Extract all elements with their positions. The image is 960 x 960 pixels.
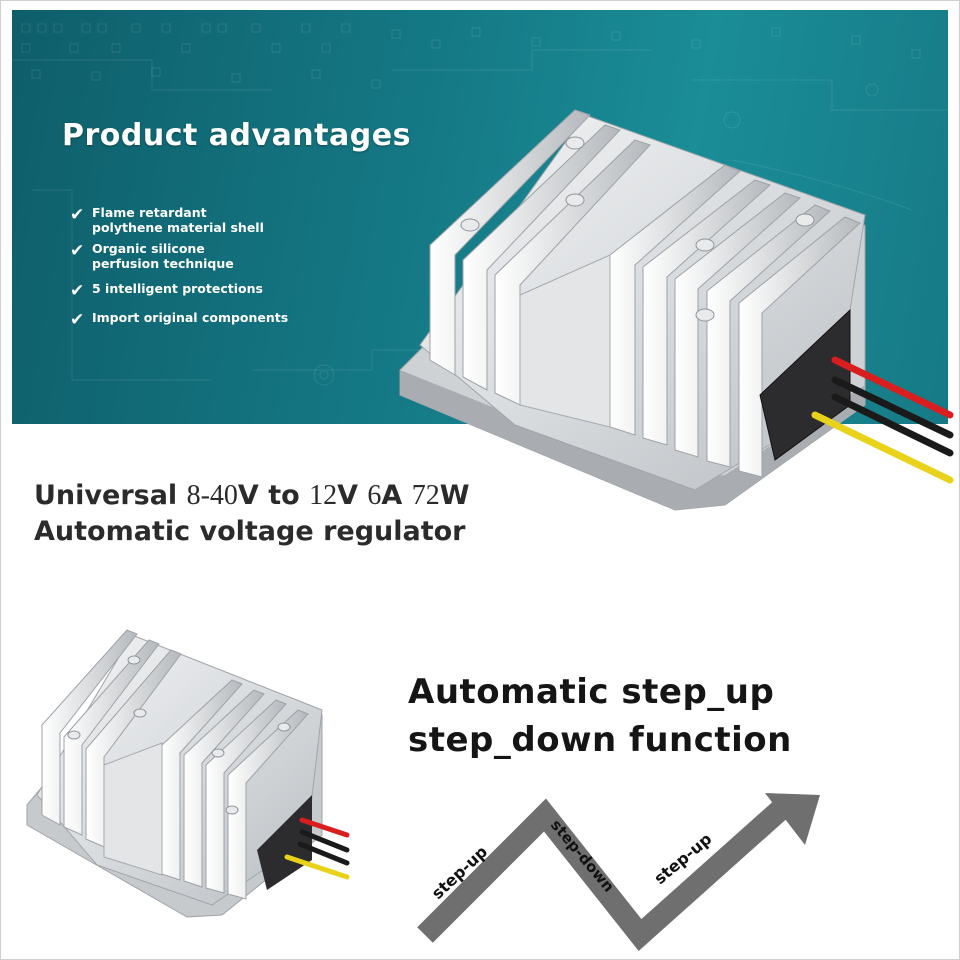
headline-word: to [268, 480, 300, 511]
output-voltage: 12 [309, 480, 338, 511]
output-current: 6 [367, 480, 382, 511]
unit-label: A [381, 480, 403, 511]
advantage-item: ✔ Organic silicone perfusion technique [70, 241, 370, 271]
advantage-text: 5 intelligent protections [92, 281, 263, 296]
zigzag-arrow-shaft [417, 798, 788, 951]
advantage-item: ✔ Flame retardant polythene material she… [70, 205, 370, 235]
unit-label: W [439, 480, 470, 511]
input-voltage-range: 8-40 [186, 480, 238, 511]
arrow-head-icon [765, 793, 820, 845]
headline-line1: Universal 8-40V to 12V 6A 72W [34, 478, 470, 514]
headline-line2: Automatic voltage regulator [34, 516, 466, 547]
advantage-text: Import original components [92, 310, 289, 325]
headline-word: Universal [34, 480, 178, 511]
regulator-product-photo-large [399, 109, 954, 511]
circuit-pattern [12, 23, 948, 386]
regulator-product-photo-small [26, 629, 350, 918]
check-icon: ✔ [70, 310, 85, 330]
unit-label: V [237, 480, 259, 511]
function-heading: Automatic step_up step_down function [408, 668, 792, 764]
arrow-label-step-down: step-down [547, 816, 618, 896]
check-icon: ✔ [70, 205, 85, 225]
advantage-item: ✔ Import original components [70, 310, 370, 329]
advantage-text: Organic silicone perfusion technique [92, 241, 234, 271]
output-power: 72 [411, 480, 440, 511]
step-up-down-arrow: step-up step-down step-up [417, 793, 820, 951]
banner-title: Product advantages [62, 118, 411, 153]
function-heading-line1: Automatic step_up [408, 672, 775, 712]
check-icon: ✔ [70, 241, 85, 261]
advantage-item: ✔ 5 intelligent protections [70, 281, 370, 300]
advantage-text: Flame retardant polythene material shell [92, 205, 264, 235]
headline: Universal 8-40V to 12V 6A 72W Automatic … [34, 478, 470, 550]
advantages-list: ✔ Flame retardant polythene material she… [70, 205, 370, 339]
unit-label: V [337, 480, 359, 511]
check-icon: ✔ [70, 281, 85, 301]
function-heading-line2: step_down function [408, 720, 792, 760]
